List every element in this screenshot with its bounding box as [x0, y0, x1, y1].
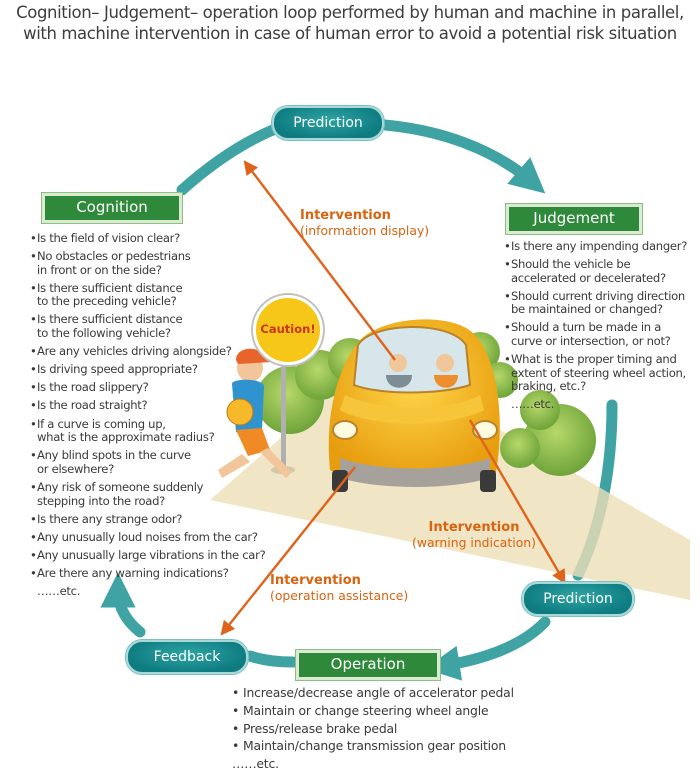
arrow-info-display — [243, 160, 396, 361]
intervention-assist-heading: Intervention — [270, 573, 361, 588]
cognition-item: Is the field of vision clear? — [30, 231, 265, 246]
cognition-item: If a curve is coming up,what is the appr… — [30, 417, 265, 445]
arc-prediction-to-operation — [424, 616, 551, 681]
cognition-item: Are there any warning indications? — [30, 566, 265, 581]
node-prediction-bottom: Prediction — [522, 582, 634, 616]
cognition-item: Is the road straight? — [30, 399, 265, 413]
diagram-title: Cognition– Judgement– operation loop per… — [0, 2, 700, 44]
title-line-2: with machine intervention in case of hum… — [23, 24, 677, 43]
judgement-list: Is there any impending danger? Should th… — [504, 239, 687, 417]
node-judgement: Judgement — [506, 204, 642, 234]
cognition-list: Is the field of vision clear? No obstacl… — [30, 231, 266, 603]
intervention-warning-label: Intervention (warning indication) — [412, 520, 536, 550]
intervention-warning-heading: Intervention — [428, 520, 520, 535]
intervention-info-heading: Intervention — [300, 208, 391, 223]
judgement-etc: ……etc. — [511, 397, 555, 412]
operation-etc: ……etc. — [232, 756, 279, 772]
judgement-item: Is there any impending danger? — [504, 239, 687, 254]
cognition-item: Is there any strange odor? — [30, 512, 265, 527]
intervention-assist-label: Intervention (operation assistance) — [270, 573, 408, 603]
arc-cognition-to-prediction — [176, 120, 289, 196]
arrow-operation-assist — [220, 466, 356, 636]
operation-item: Press/release brake pedal — [232, 720, 514, 738]
node-prediction-top: Prediction — [272, 106, 384, 140]
cognition-item: Is driving speed appropriate? — [30, 362, 265, 377]
cognition-etc: ……etc. — [37, 583, 81, 598]
arrow-warning — [468, 419, 566, 585]
title-line-1: Cognition– Judgement– operation loop per… — [16, 3, 684, 22]
car-illustration — [328, 319, 500, 492]
intervention-info-label: Intervention (information display) — [300, 208, 429, 238]
node-operation: Operation — [296, 650, 440, 680]
cognition-item: Is the road slippery? — [30, 381, 265, 395]
cognition-item: Any unusually large vibrations in the ca… — [30, 548, 266, 563]
operation-list: Increase/decrease angle of accelerator p… — [232, 684, 514, 773]
cognition-item: Any unusually loud noises from the car? — [30, 530, 265, 545]
sign-pole — [281, 355, 286, 470]
node-cognition: Cognition — [42, 193, 182, 223]
node-feedback: Feedback — [126, 640, 248, 674]
operation-item: Increase/decrease angle of accelerator p… — [232, 684, 514, 702]
operation-item: Maintain/change transmission gear positi… — [232, 737, 514, 755]
intervention-warning-sub: (warning indication) — [412, 535, 536, 550]
arc-prediction-to-judgement — [366, 118, 546, 194]
intervention-info-sub: (information display) — [300, 223, 430, 238]
operation-item: Maintain or change steering wheel angle — [232, 702, 514, 720]
arc-feedback-to-cognition — [100, 572, 146, 638]
arc-operation-to-feedback — [244, 650, 299, 668]
cognition-item: Are any vehicles driving alongside? — [30, 344, 265, 359]
intervention-arrows — [220, 160, 566, 636]
intervention-assist-sub: (operation assistance) — [270, 588, 409, 603]
